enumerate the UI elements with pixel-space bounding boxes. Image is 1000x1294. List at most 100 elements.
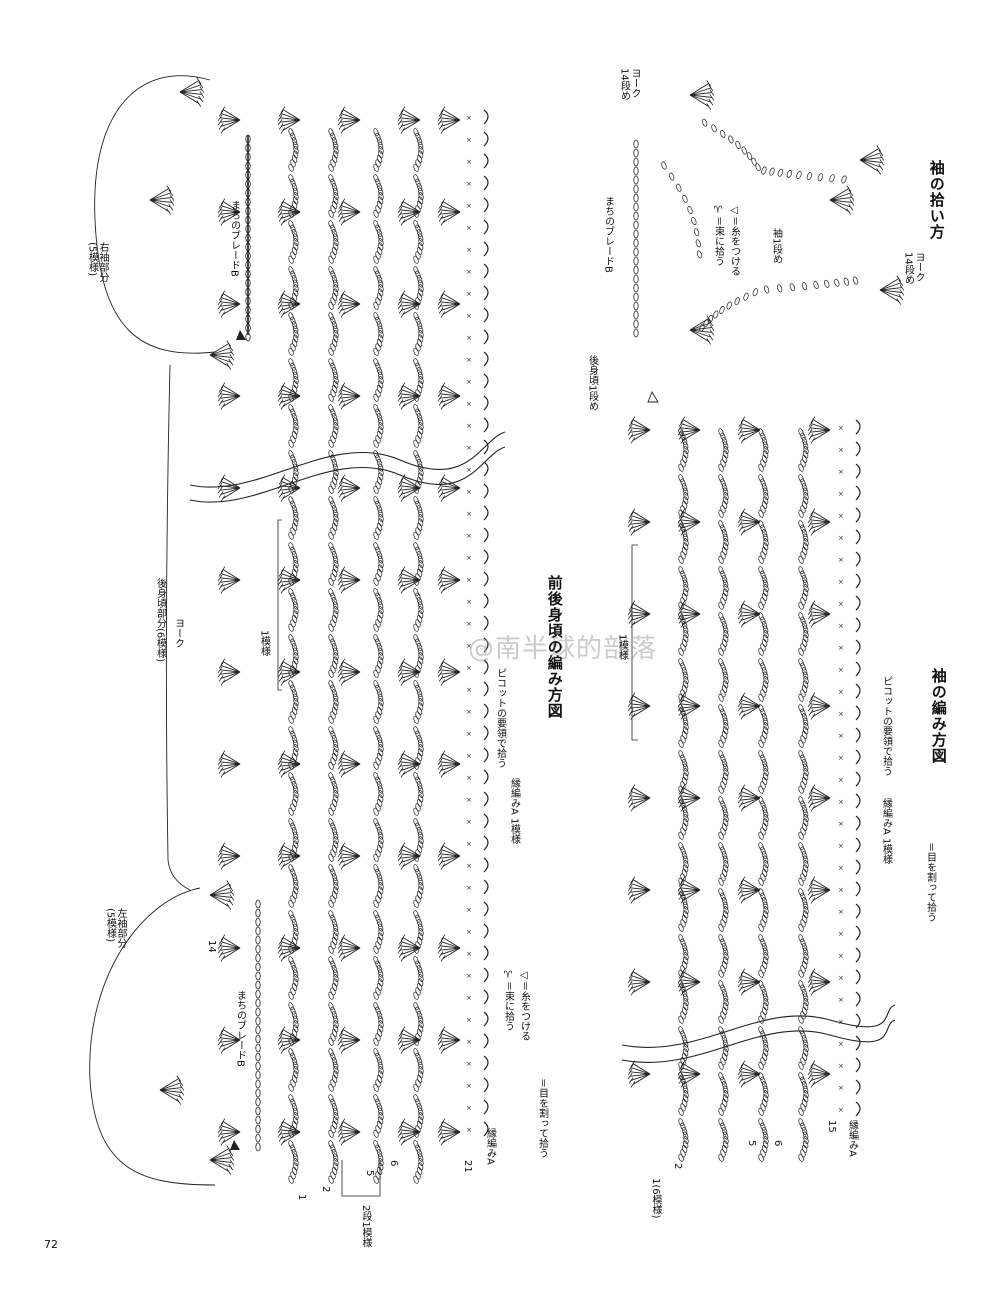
body-chain-arc — [418, 187, 424, 196]
body-stitch-fan — [340, 679, 346, 686]
body-stitch-fan — [340, 403, 346, 410]
body-chain-arc — [328, 1129, 334, 1138]
body-chain-arc — [378, 279, 384, 288]
sleeve-cluster-fan — [228, 358, 234, 366]
body-chain-arc — [333, 923, 339, 932]
sleeve-cluster-fan — [166, 185, 172, 192]
pickup-braid-b — [633, 292, 639, 302]
sleeve-chain-arc — [678, 888, 684, 897]
body-stitch-fan — [440, 487, 461, 491]
body-stitch-fan — [398, 767, 404, 774]
body-stitch-fan — [442, 569, 461, 581]
body-chain-arc — [288, 1129, 294, 1138]
sleeve-sc-mark: × — [838, 710, 844, 718]
body-stitch-fan — [438, 1135, 444, 1142]
body-chain-arc — [330, 546, 336, 555]
pickup-cluster-fan — [706, 80, 712, 87]
body-chain-arc — [418, 978, 424, 987]
legend-bundle-pickup: ♈＝束に拾う — [712, 205, 724, 266]
sleeve-chain-arc — [683, 450, 689, 459]
two-row-repeat-bracket — [341, 1160, 381, 1197]
sleeve-sc-mark: × — [838, 974, 844, 982]
sleeve-stitch-fan — [630, 1073, 651, 1077]
body-stitch-fan — [440, 671, 461, 675]
body-stitch-fan — [398, 859, 404, 866]
body-stitch-fan — [282, 109, 301, 121]
sleeve-chain-arc — [678, 520, 684, 529]
body-chain-arc — [328, 358, 334, 367]
sleeve-stitch-fan — [810, 889, 831, 893]
body-sc-mark: × — [466, 620, 472, 628]
sleeve-stitch-fan — [740, 519, 761, 523]
body-stitch-fan — [400, 113, 421, 121]
body-stitch-fan — [220, 395, 241, 403]
body-stitch-fan — [440, 757, 461, 765]
body-stitch-fan — [437, 758, 443, 766]
pickup-chain — [786, 169, 792, 178]
sleeve-chain-arc — [720, 478, 726, 487]
body-picot — [483, 109, 489, 125]
sleeve-chain-arc — [761, 989, 768, 998]
sleeve-stitch-fan — [740, 437, 746, 444]
sleeve-stitch-fan — [742, 971, 761, 983]
body-stitch-fan — [438, 754, 444, 761]
body-chain-arc — [293, 564, 299, 573]
sleeve-chain-arc — [718, 877, 724, 886]
sleeve-chain-arc — [683, 1085, 689, 1094]
body-stitch-fan — [437, 1038, 443, 1046]
pickup-cluster-fan — [709, 329, 715, 336]
sleeve-stitch-fan — [740, 416, 746, 423]
sleeve-chain-arc — [678, 969, 684, 978]
body-chain-arc — [290, 1006, 296, 1015]
body-chain-arc — [415, 1144, 421, 1153]
sleeve-chain-arc — [683, 956, 689, 965]
sleeve-stitch-fan — [630, 887, 651, 891]
body-stitch-fan — [278, 662, 284, 669]
body-stitch-fan — [440, 219, 446, 226]
sleeve-stitch-fan — [680, 981, 701, 985]
sleeve-cluster-fan — [159, 1089, 181, 1098]
body-stitch-fan — [402, 211, 421, 223]
body-stitch-fan — [398, 1135, 404, 1142]
sleeve-stitch-fan — [680, 889, 701, 893]
sleeve-chain-arc — [681, 759, 688, 768]
body-chain-arc — [290, 730, 296, 739]
body-chain-arc — [416, 1103, 423, 1112]
sleeve-chain-arc — [681, 667, 688, 676]
body-stitch-fan — [280, 1037, 301, 1041]
body-chain-arc — [413, 174, 419, 183]
sleeve-stitch-fan — [808, 525, 814, 532]
sleeve-chain-arc — [763, 533, 769, 542]
sleeve-stitch-fan — [812, 889, 831, 901]
body-chain-arc — [328, 818, 334, 827]
sleeve-stitch-fan — [630, 611, 651, 615]
body-chain-arc — [288, 301, 294, 310]
body-stitch-fan — [340, 771, 346, 778]
sleeve-picot — [855, 771, 861, 787]
body-stitch-fan — [220, 211, 241, 219]
body-chain-arc — [375, 454, 381, 463]
body-chain-arc — [288, 220, 294, 229]
sleeve-stitch-fan — [680, 521, 701, 525]
body-stitch-fan — [340, 1047, 346, 1054]
sleeve-chain-arc — [803, 625, 809, 634]
sleeve-stitch-fan — [630, 521, 651, 529]
body-stitch-fan — [340, 855, 361, 863]
body-stitch-fan — [440, 487, 461, 495]
body-chain-arc — [378, 1116, 384, 1125]
body-sc-mark: × — [466, 136, 472, 144]
body-chain-arc — [293, 1116, 299, 1125]
body-stitch-fan — [338, 1043, 344, 1050]
sleeve-chain-arc — [718, 1118, 724, 1127]
body-stitch-fan — [438, 767, 444, 774]
body-chain-arc — [333, 463, 339, 472]
body-chain-arc — [376, 459, 383, 468]
sleeve-cluster-fan — [196, 77, 202, 84]
body-stitch-fan — [440, 763, 461, 767]
body-sc-mark: × — [466, 1060, 472, 1068]
body-stitch-fan — [278, 386, 284, 393]
body-stitch-fan — [442, 855, 461, 867]
body-chain-arc — [288, 1002, 294, 1011]
sleeve-stitch-fan — [808, 801, 814, 808]
sleeve-chain-arc — [683, 818, 689, 827]
